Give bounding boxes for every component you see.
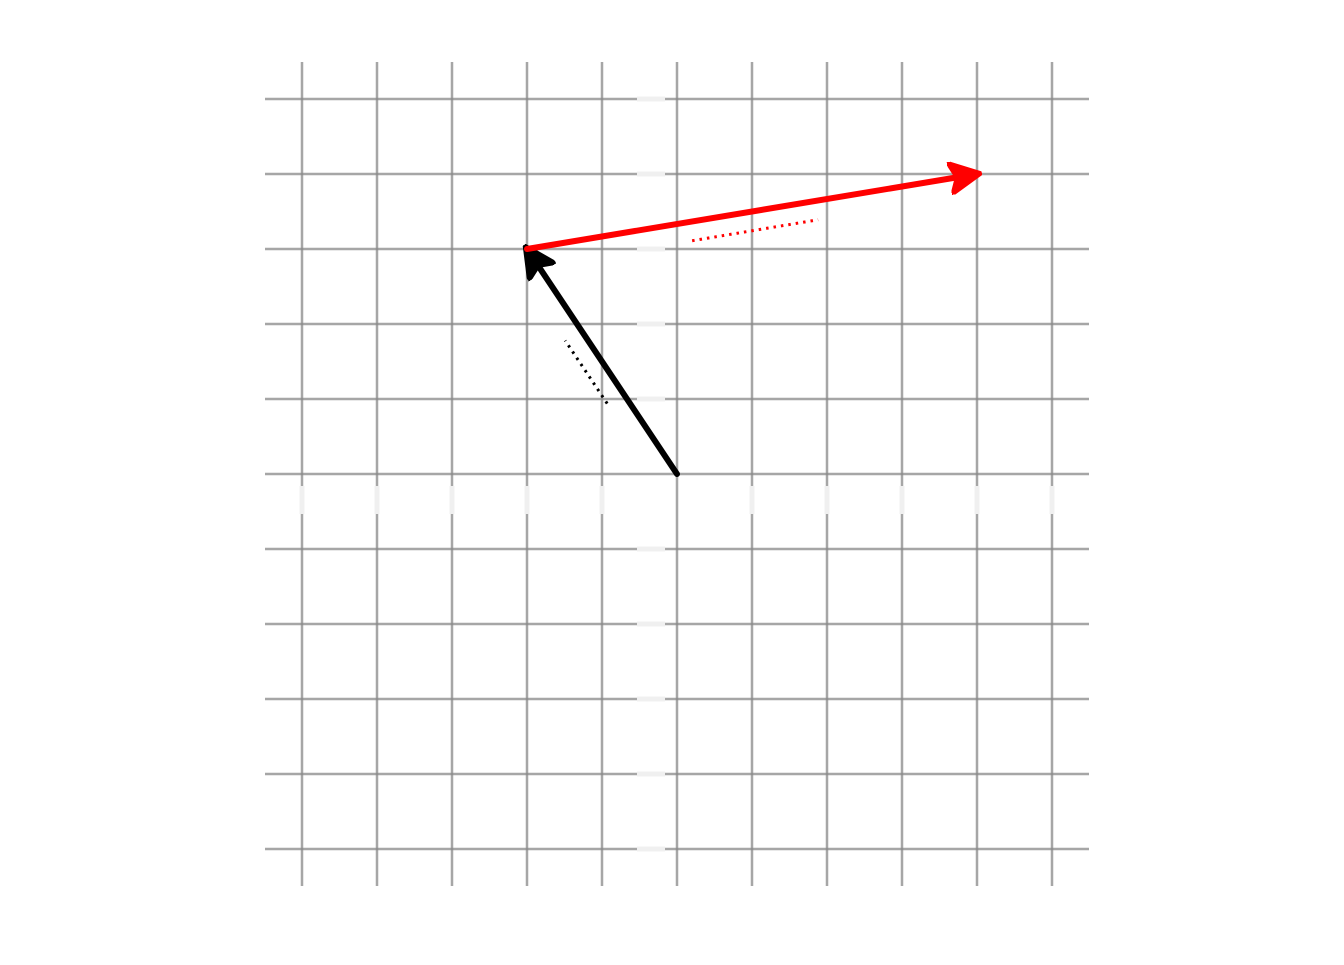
- black-vector: [527, 249, 680, 477]
- dotted-markers: [563, 218, 819, 405]
- axis-gap-marks: [299, 96, 1055, 852]
- vector-arrows: [524, 174, 977, 477]
- dotted-marker-red-vector: [691, 218, 819, 243]
- red-vector: [524, 174, 977, 252]
- dotted-marker-black-vector: [563, 339, 609, 405]
